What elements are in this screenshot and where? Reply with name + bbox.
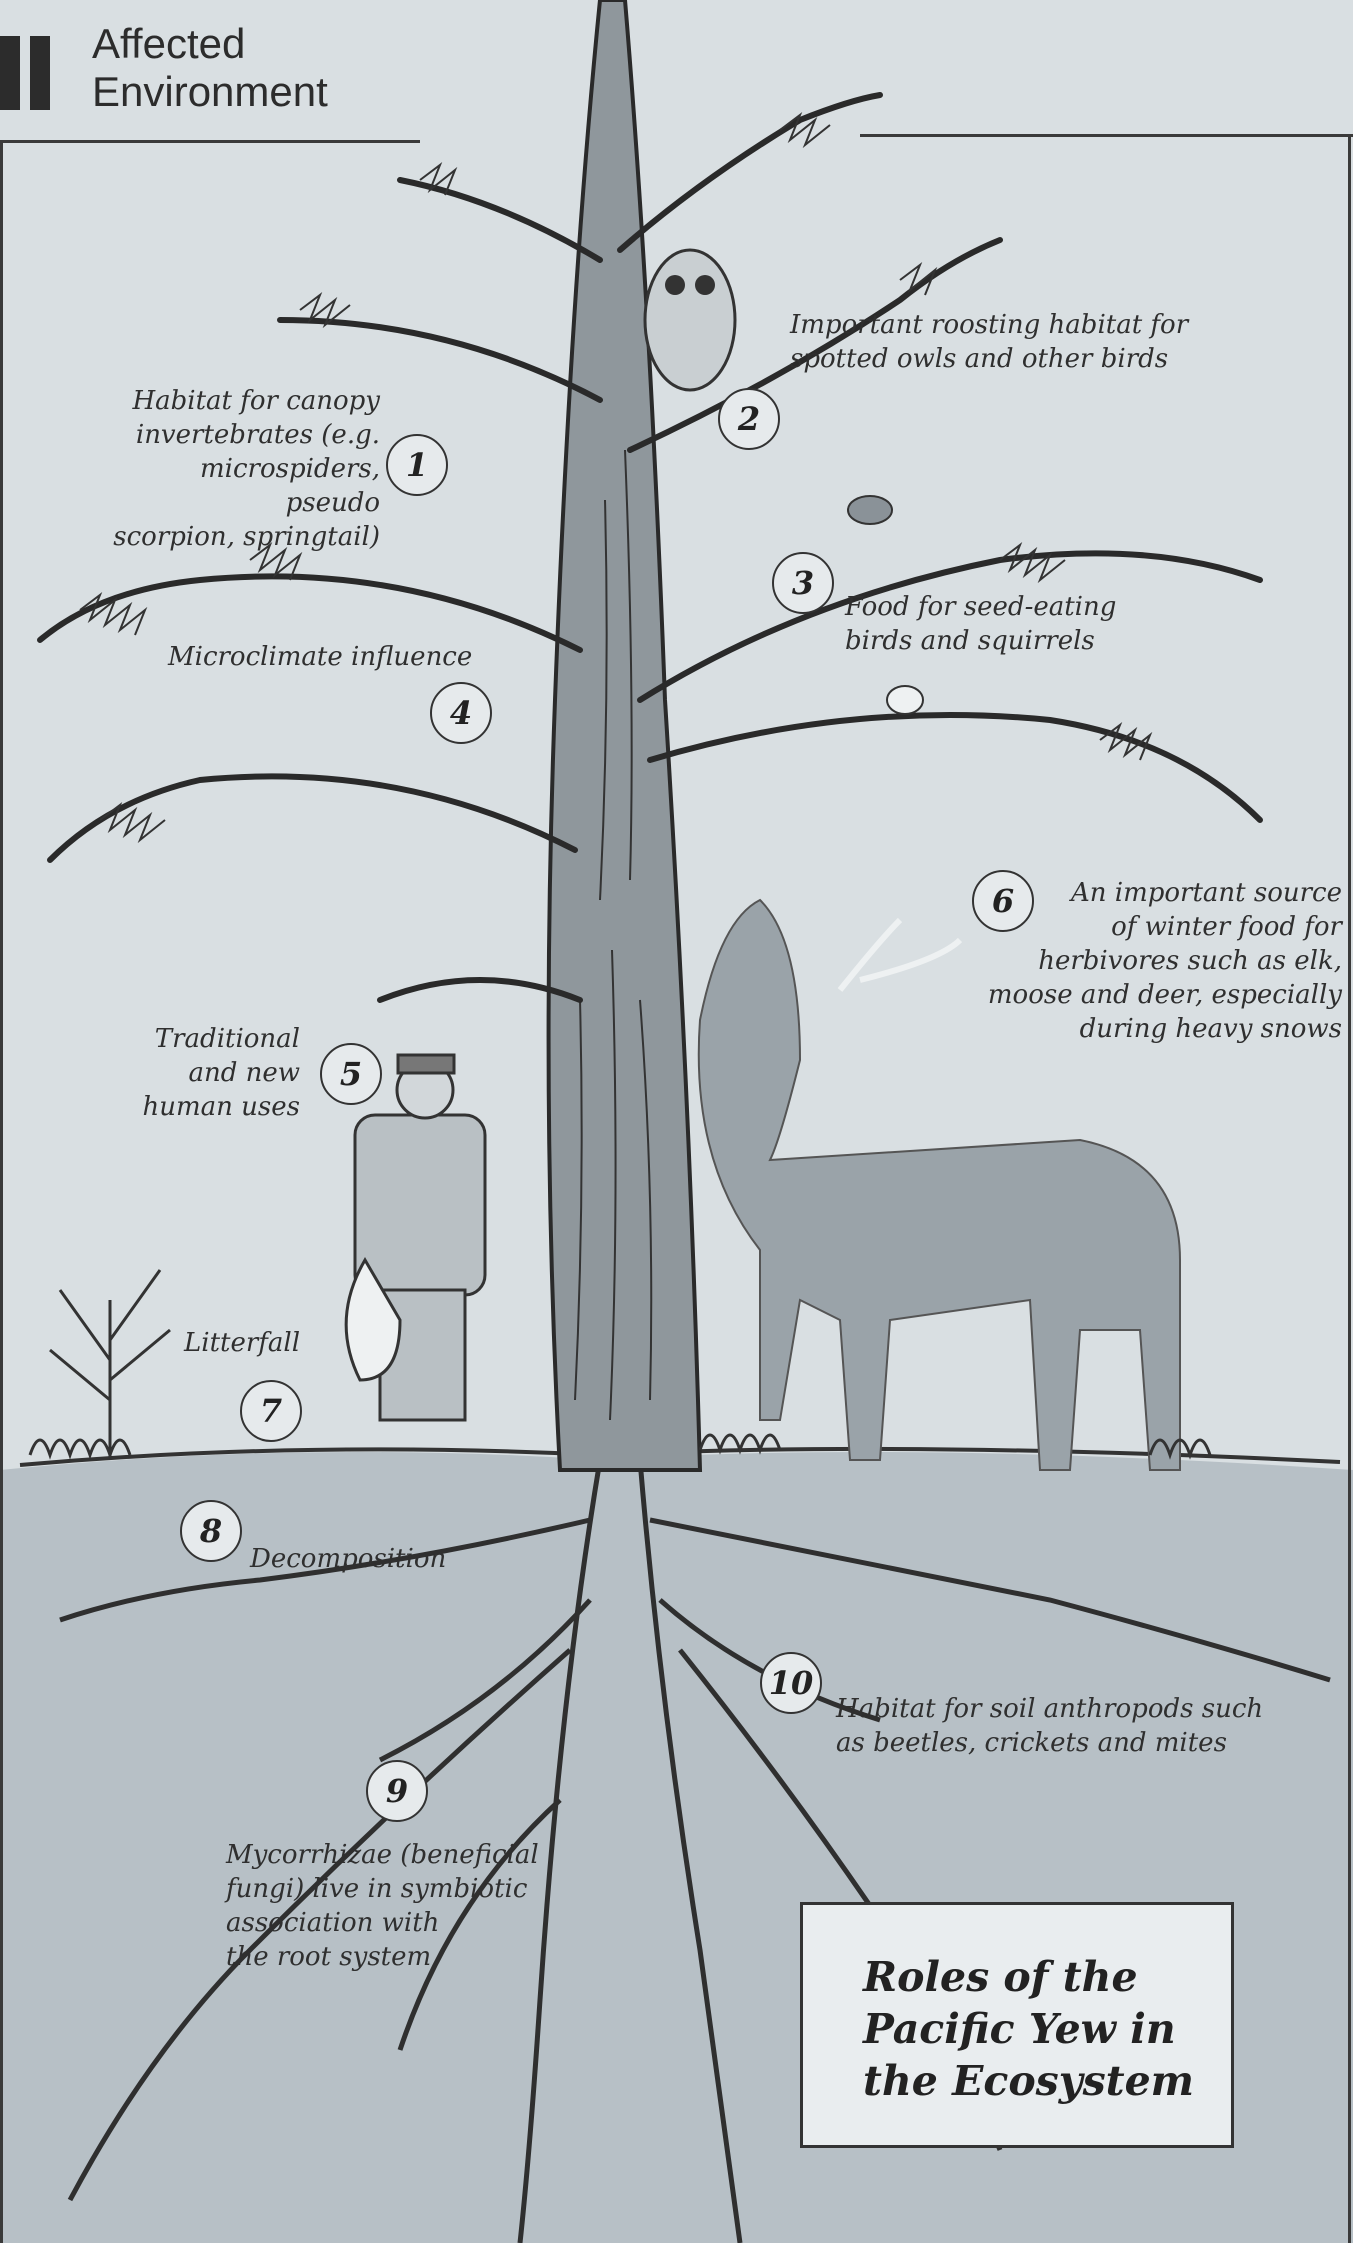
figure-title: Roles of the Pacific Yew in the Ecosyste… xyxy=(863,1951,1194,2107)
owl-figure xyxy=(645,250,735,390)
shrub xyxy=(50,1270,170,1460)
header-rule-right xyxy=(860,134,1353,137)
callout-text-4: Microclimate influence xyxy=(168,640,488,674)
callout-text-10: Habitat for soil anthropods such as beet… xyxy=(836,1692,1276,1760)
section-line-2: Environment xyxy=(92,68,328,116)
callout-number-9: 9 xyxy=(366,1760,428,1822)
tree-trunk xyxy=(549,0,700,1470)
callout-number-5: 5 xyxy=(320,1043,382,1105)
callout-text-7: Litterfall xyxy=(184,1326,344,1360)
callout-number-1: 1 xyxy=(386,434,448,496)
bird-figure xyxy=(887,686,923,714)
frame-left xyxy=(0,140,3,2243)
callout-text-3: Food for seed-eating birds and squirrels xyxy=(845,590,1165,658)
callout-number-7: 7 xyxy=(240,1380,302,1442)
person-figure xyxy=(346,1055,485,1420)
callout-text-9: Mycorrhizae (beneficial fungi) live in s… xyxy=(226,1838,586,1974)
callout-text-6: An important source of winter food for h… xyxy=(962,876,1342,1046)
callout-text-5: Traditional and new human uses xyxy=(110,1022,300,1124)
section-heading: Affected Environment xyxy=(92,20,328,116)
callout-text-1: Habitat for canopy invertebrates (e.g. m… xyxy=(100,384,380,554)
section-marker xyxy=(0,36,52,110)
callout-number-8: 8 xyxy=(180,1500,242,1562)
callout-number-3: 3 xyxy=(772,552,834,614)
callout-number-2: 2 xyxy=(718,388,780,450)
callout-text-2: Important roosting habitat for spotted o… xyxy=(790,308,1210,376)
bird-figure xyxy=(848,496,892,524)
header-rule-left xyxy=(0,140,420,143)
figure-title-box: Roles of the Pacific Yew in the Ecosyste… xyxy=(800,1902,1234,2148)
callout-text-8: Decomposition xyxy=(250,1542,470,1576)
callout-number-10: 10 xyxy=(760,1652,822,1714)
section-line-1: Affected xyxy=(92,20,328,68)
callout-number-4: 4 xyxy=(430,682,492,744)
frame-right xyxy=(1348,134,1351,2243)
